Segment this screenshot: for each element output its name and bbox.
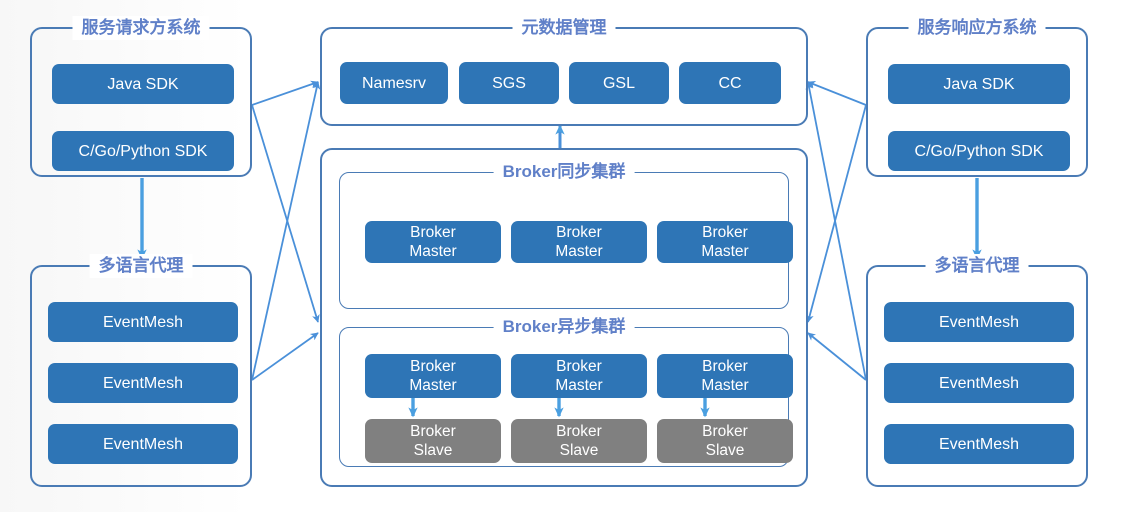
panel-responder-proxy: 多语言代理 EventMesh EventMesh EventMesh [866,254,1088,487]
wire-responder-proxy-to-broker [807,332,867,381]
node-gsl[interactable]: GSL [569,62,669,104]
wire-responder-to-metadata [807,81,867,106]
panel-requester-proxy-title: 多语言代理 [89,254,193,278]
panel-broker-async-cluster: Broker异步集群 Broker Master Broker Master B… [339,315,793,467]
node-requester-eventmesh-1[interactable]: EventMesh [48,302,238,342]
node-requester-polyglot-sdk[interactable]: C/Go/Python SDK [52,131,234,171]
node-requester-eventmesh-2[interactable]: EventMesh [48,363,238,403]
node-responder-polyglot-sdk[interactable]: C/Go/Python SDK [888,131,1070,171]
node-async-broker-master-1[interactable]: Broker Master [365,354,501,398]
node-requester-eventmesh-3[interactable]: EventMesh [48,424,238,464]
wire-requester-to-metadata [251,80,319,106]
wire-responder-to-broker [806,104,867,323]
panel-responder-proxy-title: 多语言代理 [925,254,1029,278]
panel-requester-system-title: 服务请求方系统 [72,16,210,40]
node-responder-java-sdk[interactable]: Java SDK [888,64,1070,104]
panel-requester-proxy: 多语言代理 EventMesh EventMesh EventMesh [30,254,252,487]
node-requester-java-sdk[interactable]: Java SDK [52,64,234,104]
node-sync-broker-master-2[interactable]: Broker Master [511,221,647,263]
node-async-broker-master-2[interactable]: Broker Master [511,354,647,398]
wire-requester-proxy-to-broker [251,332,319,381]
node-cc[interactable]: CC [679,62,781,104]
node-async-broker-slave-3[interactable]: Broker Slave [657,419,793,463]
node-sgs[interactable]: SGS [459,62,559,104]
node-sync-broker-master-1[interactable]: Broker Master [365,221,501,263]
wire-requester-proxy-to-metadata [251,81,321,381]
panel-broker-sync-cluster-title: Broker同步集群 [493,160,635,184]
node-namesrv[interactable]: Namesrv [340,62,448,104]
node-async-broker-slave-1[interactable]: Broker Slave [365,419,501,463]
panel-broker-wrapper: Broker同步集群 Broker Master Broker Master B… [320,148,808,487]
node-sync-broker-master-3[interactable]: Broker Master [657,221,793,263]
node-responder-eventmesh-2[interactable]: EventMesh [884,363,1074,403]
panel-metadata-management-title: 元数据管理 [512,16,616,40]
panel-requester-system: 服务请求方系统 Java SDK C/Go/Python SDK [30,16,252,177]
node-responder-eventmesh-1[interactable]: EventMesh [884,302,1074,342]
panel-responder-system-title: 服务响应方系统 [908,16,1046,40]
wire-requester-to-broker [251,104,320,323]
panel-broker-sync-cluster: Broker同步集群 Broker Master Broker Master B… [339,160,793,309]
wire-responder-proxy-to-metadata [805,81,867,381]
panel-metadata-management: 元数据管理 Namesrv SGS GSL CC [320,16,808,126]
node-responder-eventmesh-3[interactable]: EventMesh [884,424,1074,464]
panel-broker-async-cluster-title: Broker异步集群 [493,315,635,339]
panel-responder-system: 服务响应方系统 Java SDK C/Go/Python SDK [866,16,1088,177]
node-async-broker-slave-2[interactable]: Broker Slave [511,419,647,463]
node-async-broker-master-3[interactable]: Broker Master [657,354,793,398]
